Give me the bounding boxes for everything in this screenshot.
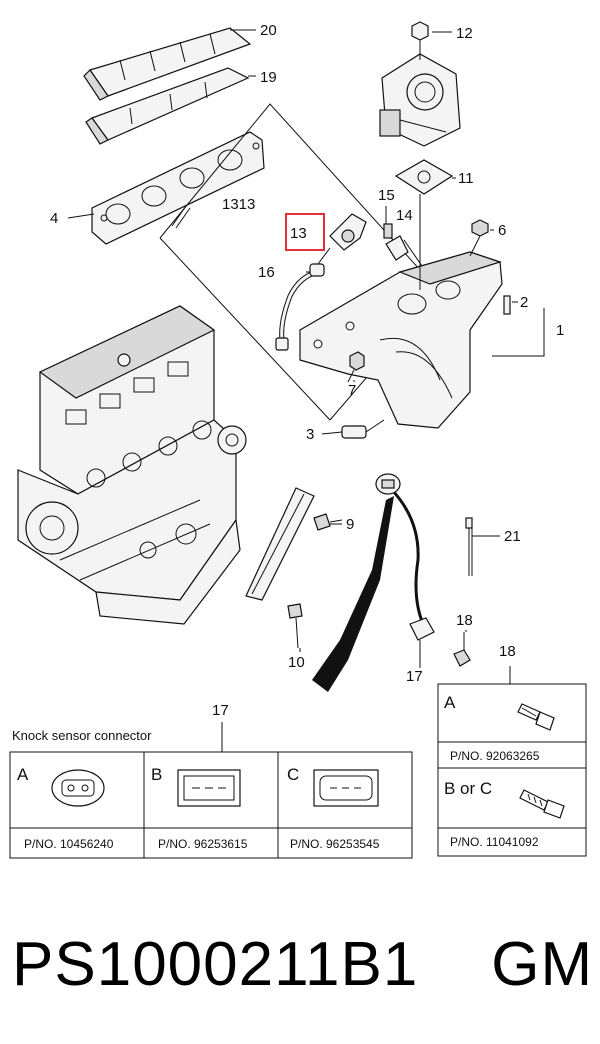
callout-14: 14: [396, 207, 413, 224]
bolt-10: [287, 603, 303, 649]
bracket-plate: [245, 487, 315, 601]
footer-gap: [418, 930, 491, 999]
bolt-bc-letter: B or C: [444, 779, 492, 798]
bolt-bc-icon: [519, 789, 565, 819]
bolt-a-letter: A: [444, 693, 456, 712]
callout-2: 2: [520, 294, 528, 311]
bolt-a-pno: P/NO. 92063265: [450, 749, 540, 763]
bolt-bc-pno: P/NO. 11041092: [450, 835, 539, 849]
callout-12: 12: [456, 25, 473, 42]
connector-b-icon: [177, 769, 241, 807]
black-strap: [312, 496, 394, 692]
callout-16: 16: [258, 264, 275, 281]
callout-10: 10: [288, 654, 305, 671]
callout-11: 11: [458, 170, 474, 187]
callout-1: 1: [556, 322, 564, 339]
connector-a-icon: [51, 769, 105, 807]
knock-sensor: [375, 473, 435, 662]
callout-17-table: 17: [212, 702, 229, 719]
footer-brand: GM: [491, 930, 594, 999]
bolt-table: [437, 683, 587, 857]
valve-cover-gasket-20: [83, 27, 252, 101]
bolt-6: [469, 219, 489, 257]
throttle-gasket: [394, 159, 454, 195]
callout-18-table: 18: [499, 643, 516, 660]
connector-a-letter: A: [17, 765, 29, 784]
valve-cover-gasket-19: [85, 67, 250, 145]
bracket-14: [385, 235, 409, 261]
callout-4: 4: [50, 210, 58, 227]
connector-c-letter: C: [287, 765, 299, 784]
callout-13: 13: [290, 225, 307, 242]
connector-c-icon: [313, 769, 379, 807]
throttle-nut: [411, 21, 429, 60]
callout-9: 9: [346, 516, 354, 533]
throttle-body: [379, 53, 461, 147]
connector-b-pno: P/NO. 96253615: [158, 837, 248, 851]
callout-17: 17: [406, 668, 423, 685]
callout-20: 20: [260, 22, 277, 39]
footer-code: PS1000211B1: [12, 930, 419, 999]
intake-manifold: [299, 194, 503, 429]
connector-b-letter: B: [151, 765, 162, 784]
manifold-gasket: [91, 131, 265, 245]
callout-3: 3: [306, 426, 314, 443]
callout-18: 18: [456, 612, 473, 629]
knock-sensor-table: [9, 751, 413, 859]
callout-21: 21: [504, 528, 521, 545]
cable-tie-21: [465, 517, 498, 576]
bolt-15: [383, 223, 393, 239]
stud-2: [503, 295, 511, 315]
callout-6: 6: [498, 222, 506, 239]
plug-3: [341, 419, 385, 439]
highlight-box-13: [285, 213, 325, 251]
bolt-a-icon: [517, 703, 555, 731]
footer-part-code: PS1000211B1 GM: [12, 920, 592, 1010]
leader-lines: [67, 29, 545, 752]
connector-c-pno: P/NO. 96253545: [290, 837, 380, 851]
bolt-7: [347, 351, 365, 383]
callout-7: 7: [348, 382, 356, 399]
sensor-13: [329, 213, 367, 251]
callout-19: 19: [260, 69, 277, 86]
bolt-18: [453, 632, 471, 667]
bolt-9: [313, 513, 343, 531]
engine-block: [17, 305, 247, 625]
knock-sensor-caption: Knock sensor connector: [12, 728, 152, 743]
callout-1313: 1313: [222, 196, 255, 213]
callout-15: 15: [378, 187, 395, 204]
hose-16: [275, 247, 331, 351]
connector-a-pno: P/NO. 10456240: [24, 837, 114, 851]
